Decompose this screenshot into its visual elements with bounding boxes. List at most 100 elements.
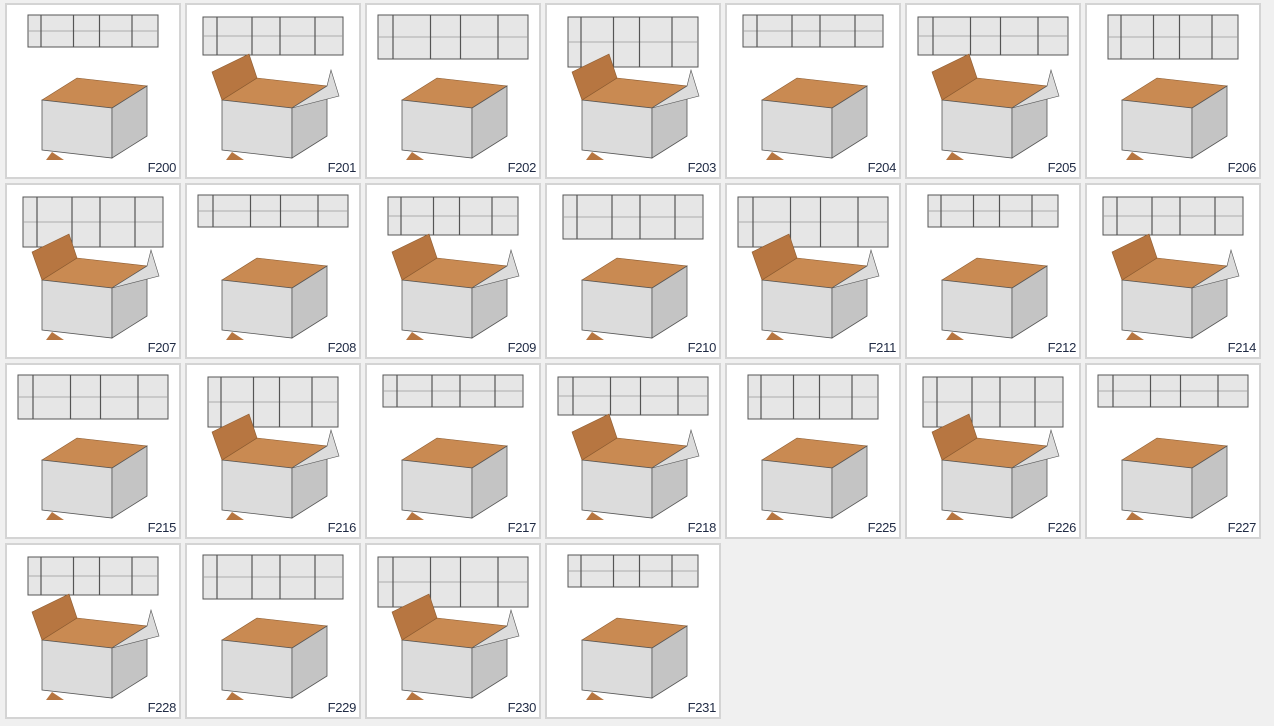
dieline-drawing	[567, 554, 699, 588]
box-style-tile[interactable]: F216	[185, 363, 361, 539]
box-style-tile[interactable]: F210	[545, 183, 721, 359]
box-style-code: F217	[507, 520, 537, 535]
folded-box-drawing	[761, 437, 868, 520]
box-style-illustration	[747, 374, 879, 520]
dieline-drawing	[387, 196, 519, 236]
folded-box-drawing	[391, 233, 520, 340]
dieline-drawing	[1102, 196, 1244, 236]
box-style-code: F228	[147, 700, 177, 715]
box-style-tile[interactable]: F208	[185, 183, 361, 359]
dieline-drawing	[747, 374, 879, 420]
box-style-illustration	[202, 16, 344, 160]
box-style-tile[interactable]: F214	[1085, 183, 1261, 359]
folded-box-drawing	[1121, 77, 1228, 160]
box-style-code: F214	[1227, 340, 1257, 355]
box-style-illustration	[737, 196, 889, 340]
box-style-tile[interactable]: F215	[5, 363, 181, 539]
box-style-illustration	[27, 14, 159, 160]
folded-box-drawing	[31, 593, 160, 700]
folded-box-drawing	[931, 53, 1060, 160]
box-style-tile[interactable]: F229	[185, 543, 361, 719]
box-style-code: F203	[687, 160, 717, 175]
box-style-illustration	[567, 16, 700, 160]
box-style-tile[interactable]: F218	[545, 363, 721, 539]
box-style-code: F225	[867, 520, 897, 535]
box-style-tile[interactable]: F217	[365, 363, 541, 539]
folded-box-drawing	[41, 437, 148, 520]
box-style-illustration	[382, 374, 524, 520]
box-style-illustration	[197, 194, 349, 340]
dieline-drawing	[737, 196, 889, 248]
folded-box-drawing	[751, 233, 880, 340]
box-style-tile[interactable]: F211	[725, 183, 901, 359]
box-style-tile[interactable]: F227	[1085, 363, 1261, 539]
box-style-illustration	[202, 554, 344, 700]
box-style-tile[interactable]: F212	[905, 183, 1081, 359]
box-style-tile[interactable]: F206	[1085, 3, 1261, 179]
dieline-drawing	[377, 556, 529, 608]
box-style-code: F231	[687, 700, 717, 715]
box-style-tile[interactable]: F230	[365, 543, 541, 719]
box-style-illustration	[562, 194, 704, 340]
folded-box-drawing	[31, 233, 160, 340]
dieline-drawing	[22, 196, 164, 248]
dieline-drawing	[27, 14, 159, 48]
box-style-tile[interactable]: F226	[905, 363, 1081, 539]
folded-box-drawing	[581, 257, 688, 340]
dieline-drawing	[382, 374, 524, 408]
box-style-code: F230	[507, 700, 537, 715]
box-style-code: F208	[327, 340, 357, 355]
box-style-tile[interactable]: F203	[545, 3, 721, 179]
folded-box-drawing	[1111, 233, 1240, 340]
box-style-code: F229	[327, 700, 357, 715]
box-style-illustration	[567, 554, 699, 700]
dieline-drawing	[1107, 14, 1239, 60]
box-style-tile[interactable]: F225	[725, 363, 901, 539]
box-style-code: F205	[1047, 160, 1077, 175]
box-style-code: F204	[867, 160, 897, 175]
box-style-tile[interactable]: F231	[545, 543, 721, 719]
box-style-illustration	[927, 194, 1059, 340]
box-style-code: F210	[687, 340, 717, 355]
box-style-code: F218	[687, 520, 717, 535]
box-style-illustration	[742, 14, 884, 160]
dieline-drawing	[917, 16, 1069, 56]
box-style-code: F215	[147, 520, 177, 535]
box-style-illustration	[207, 376, 340, 520]
folded-box-drawing	[941, 257, 1048, 340]
box-style-tile[interactable]: F202	[365, 3, 541, 179]
box-style-tile[interactable]: F200	[5, 3, 181, 179]
box-style-tile[interactable]: F207	[5, 183, 181, 359]
dieline-drawing	[562, 194, 704, 240]
box-style-code: F226	[1047, 520, 1077, 535]
dieline-drawing	[567, 16, 699, 68]
box-style-illustration	[27, 556, 160, 700]
folded-box-drawing	[401, 437, 508, 520]
box-style-tile[interactable]: F204	[725, 3, 901, 179]
box-style-code: F200	[147, 160, 177, 175]
box-style-illustration	[377, 14, 529, 160]
folded-box-drawing	[391, 593, 520, 700]
dieline-drawing	[17, 374, 169, 420]
box-style-tile[interactable]: F205	[905, 3, 1081, 179]
box-style-code: F209	[507, 340, 537, 355]
dieline-drawing	[557, 376, 709, 416]
box-style-code: F227	[1227, 520, 1257, 535]
box-style-tile[interactable]: F209	[365, 183, 541, 359]
box-style-tile[interactable]: F228	[5, 543, 181, 719]
dieline-drawing	[27, 556, 159, 596]
folded-box-drawing	[401, 77, 508, 160]
folded-box-drawing	[571, 53, 700, 160]
folded-box-drawing	[221, 257, 328, 340]
folded-box-drawing	[761, 77, 868, 160]
dieline-drawing	[922, 376, 1064, 428]
dieline-drawing	[742, 14, 884, 48]
dieline-drawing	[207, 376, 339, 428]
box-style-illustration	[17, 374, 169, 520]
box-style-tile[interactable]: F201	[185, 3, 361, 179]
dieline-drawing	[202, 16, 344, 56]
box-style-code: F207	[147, 340, 177, 355]
box-style-illustration	[557, 376, 709, 520]
box-style-code: F216	[327, 520, 357, 535]
box-style-illustration	[387, 196, 520, 340]
